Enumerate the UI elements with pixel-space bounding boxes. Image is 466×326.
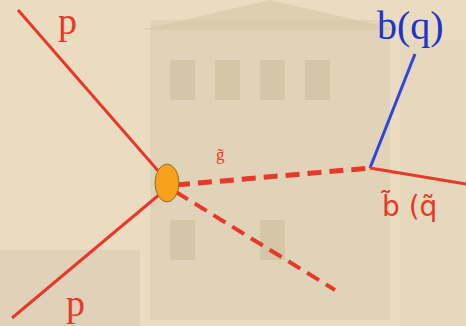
gluino-line: [176, 168, 370, 185]
squark-label: b̃ (q̃: [382, 193, 437, 221]
proton-line: [18, 10, 160, 173]
sparticle-line: [176, 192, 335, 290]
proton-label: p: [58, 2, 77, 40]
gluino-label: g̃: [216, 146, 225, 163]
proton-label: p: [66, 284, 85, 322]
proton-line: [12, 194, 160, 318]
interaction-blob: [155, 164, 179, 202]
quark-label: b(q): [377, 6, 444, 46]
squark-line: [370, 168, 466, 184]
quark-line: [370, 54, 415, 168]
